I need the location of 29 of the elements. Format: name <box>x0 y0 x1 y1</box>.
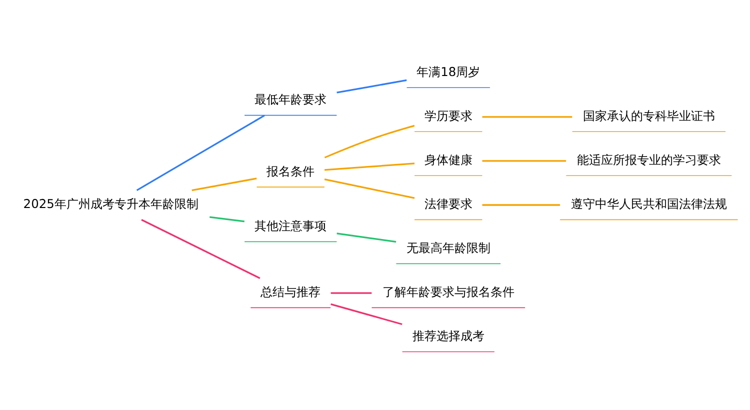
node-text: 无最高年龄限制 <box>406 240 490 255</box>
node-text: 其他注意事项 <box>254 218 327 233</box>
node-text: 2025年广州成考专升本年龄限制 <box>23 196 198 211</box>
connector <box>330 292 372 294</box>
connector <box>192 178 257 192</box>
node-text: 报名条件 <box>266 164 315 178</box>
connector <box>210 216 244 222</box>
node-text: 国家承认的专科毕业证书 <box>582 108 715 123</box>
connector <box>482 160 566 162</box>
connector <box>324 162 415 171</box>
node-text: 能适应所报专业的学习要求 <box>576 152 721 167</box>
node-text: 了解年龄要求与报名条件 <box>382 284 514 299</box>
node-text: 法律要求 <box>424 196 472 211</box>
connector <box>336 232 396 243</box>
connector <box>324 124 415 158</box>
node-text: 学历要求 <box>424 108 472 123</box>
connector <box>482 204 560 206</box>
connector <box>336 79 407 94</box>
connector <box>330 303 402 326</box>
node-text: 总结与推荐 <box>260 284 321 299</box>
connector <box>136 114 265 191</box>
connector <box>141 219 260 279</box>
node-text: 身体健康 <box>424 152 472 167</box>
node-text: 年满18周岁 <box>416 64 480 79</box>
node-text: 最低年龄要求 <box>254 92 327 107</box>
node-text: 遵守中华人民共和国法律法规 <box>570 196 727 211</box>
connector <box>324 178 415 199</box>
connector <box>482 116 572 118</box>
node-text: 推荐选择成考 <box>412 328 484 343</box>
